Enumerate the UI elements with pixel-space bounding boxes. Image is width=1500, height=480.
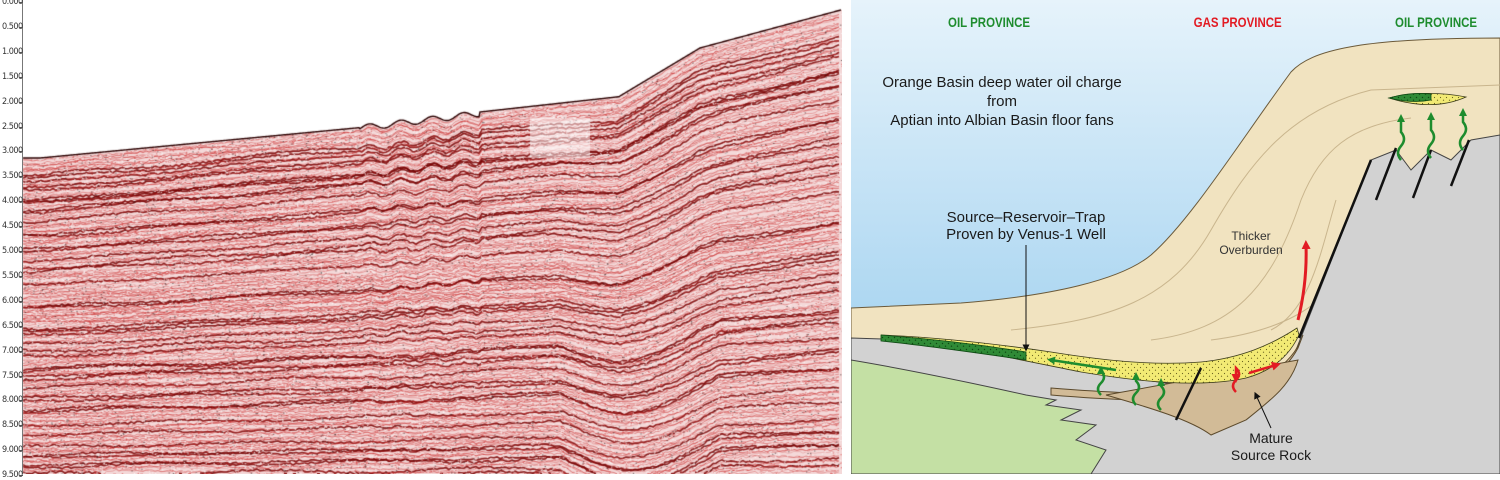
depth-tick-label: 2.000: [2, 96, 23, 107]
depth-tick: [19, 400, 23, 402]
depth-tick: [19, 176, 23, 178]
depth-tick: [19, 450, 23, 452]
depth-tick-label: 4.500: [2, 221, 23, 232]
diagram-title: Orange Basin deep water oil charge from …: [867, 73, 1137, 130]
source-rock-label: Mature Source Rock: [1221, 430, 1321, 464]
fault: [1374, 147, 1398, 201]
depth-tick: [19, 475, 23, 477]
gas-migration-arrow: [1231, 364, 1241, 393]
depth-tick: [19, 2, 23, 3]
oil-migration-arrow: [1396, 114, 1406, 161]
oil-migration-arrow: [1458, 108, 1468, 151]
oil-migration-arrow: [1131, 372, 1141, 406]
depth-tick-label: 4.000: [2, 196, 23, 207]
source-rock-label-line2: Source Rock: [1230, 447, 1312, 463]
depth-tick: [19, 26, 23, 28]
depth-tick-label: 9.000: [2, 445, 23, 456]
fault: [1174, 367, 1203, 421]
oil-migration-arrow: [1426, 112, 1436, 159]
srt-label-line1: Source–Reservoir–Trap: [946, 209, 1106, 226]
depth-tick-label: 8.500: [2, 420, 23, 431]
oil-migration-arrow: [1096, 366, 1106, 396]
seismic-image: [0, 0, 842, 474]
fault: [1297, 159, 1373, 339]
source-rock-pointer: [1254, 391, 1272, 429]
province-label-middle: GAS PROVINCE: [1193, 14, 1282, 30]
depth-tick-label: 8.000: [2, 395, 23, 406]
reservoir-fan: [880, 327, 1300, 384]
oil-charged-reservoir: [880, 334, 1027, 361]
depth-tick-label: 1.000: [2, 46, 23, 57]
source-rock-band: [1105, 359, 1299, 436]
depth-tick-label: 3.000: [2, 146, 23, 157]
depth-tick: [19, 300, 23, 302]
depth-tick: [19, 325, 23, 327]
depth-tick: [19, 425, 23, 427]
depth-tick-label: 6.000: [2, 295, 23, 306]
depth-tick: [19, 375, 23, 377]
diagram-title-line1: Orange Basin deep water oil charge from: [882, 74, 1122, 110]
depth-tick-label: 5.500: [2, 270, 23, 281]
source-rock-label-line1: Mature: [1249, 430, 1293, 446]
depth-tick: [19, 275, 23, 277]
depth-tick: [19, 51, 23, 53]
depth-tick: [19, 350, 23, 352]
oil-migration-arrow: [1047, 356, 1117, 372]
depth-tick: [19, 226, 23, 228]
depth-tick: [19, 126, 23, 128]
depth-tick-label: 1.500: [2, 71, 23, 82]
depth-tick: [19, 76, 23, 78]
overburden-label: Thicker Overburden: [1211, 229, 1291, 257]
province-label-left: OIL PROVINCE: [948, 14, 1031, 30]
fault: [1411, 149, 1433, 199]
depth-axis-line: [22, 0, 23, 474]
green-basement-block: [851, 359, 1107, 474]
srt-label: Source–Reservoir–Trap Proven by Venus-1 …: [931, 209, 1121, 243]
depth-tick-label: 2.500: [2, 121, 23, 132]
bedding-line: [1150, 117, 1412, 341]
province-label-right: OIL PROVINCE: [1395, 14, 1478, 30]
seismic-section: 0.000 0.500 1.000 1.500 2.000 2.500 3.000 3.500…: [0, 0, 842, 480]
depth-tick: [19, 201, 23, 203]
depth-tick-label: 7.000: [2, 345, 23, 356]
cross-section-svg: [851, 0, 1500, 474]
depth-tick-label: 0.500: [2, 21, 23, 32]
overburden-label-line1: Thicker: [1231, 229, 1271, 243]
fault: [1449, 139, 1471, 187]
bedding-line: [1010, 84, 1500, 331]
oil-migration-arrow: [1156, 378, 1166, 411]
depth-tick-label: 0.000: [2, 0, 23, 7]
depth-tick-label: 3.500: [2, 171, 23, 182]
overburden-label-line2: Overburden: [1219, 243, 1283, 257]
depth-tick-label: 5.000: [2, 246, 23, 256]
diagram-title-line2: Aptian into Albian Basin floor fans: [890, 112, 1114, 129]
trap-lens-oil: [1387, 93, 1432, 102]
gas-migration-arrow: [1296, 240, 1311, 321]
depth-tick-label: 7.500: [2, 370, 23, 381]
depth-tick: [19, 101, 23, 103]
depth-tick: [19, 151, 23, 153]
gas-migration-arrow: [1248, 361, 1281, 375]
srt-label-line2: Proven by Venus-1 Well: [946, 226, 1106, 243]
depth-tick-label: 6.500: [2, 320, 23, 331]
depth-tick: [19, 251, 23, 252]
cross-section-diagram: OIL PROVINCE GAS PROVINCE OIL PROVINCE O…: [851, 0, 1500, 474]
